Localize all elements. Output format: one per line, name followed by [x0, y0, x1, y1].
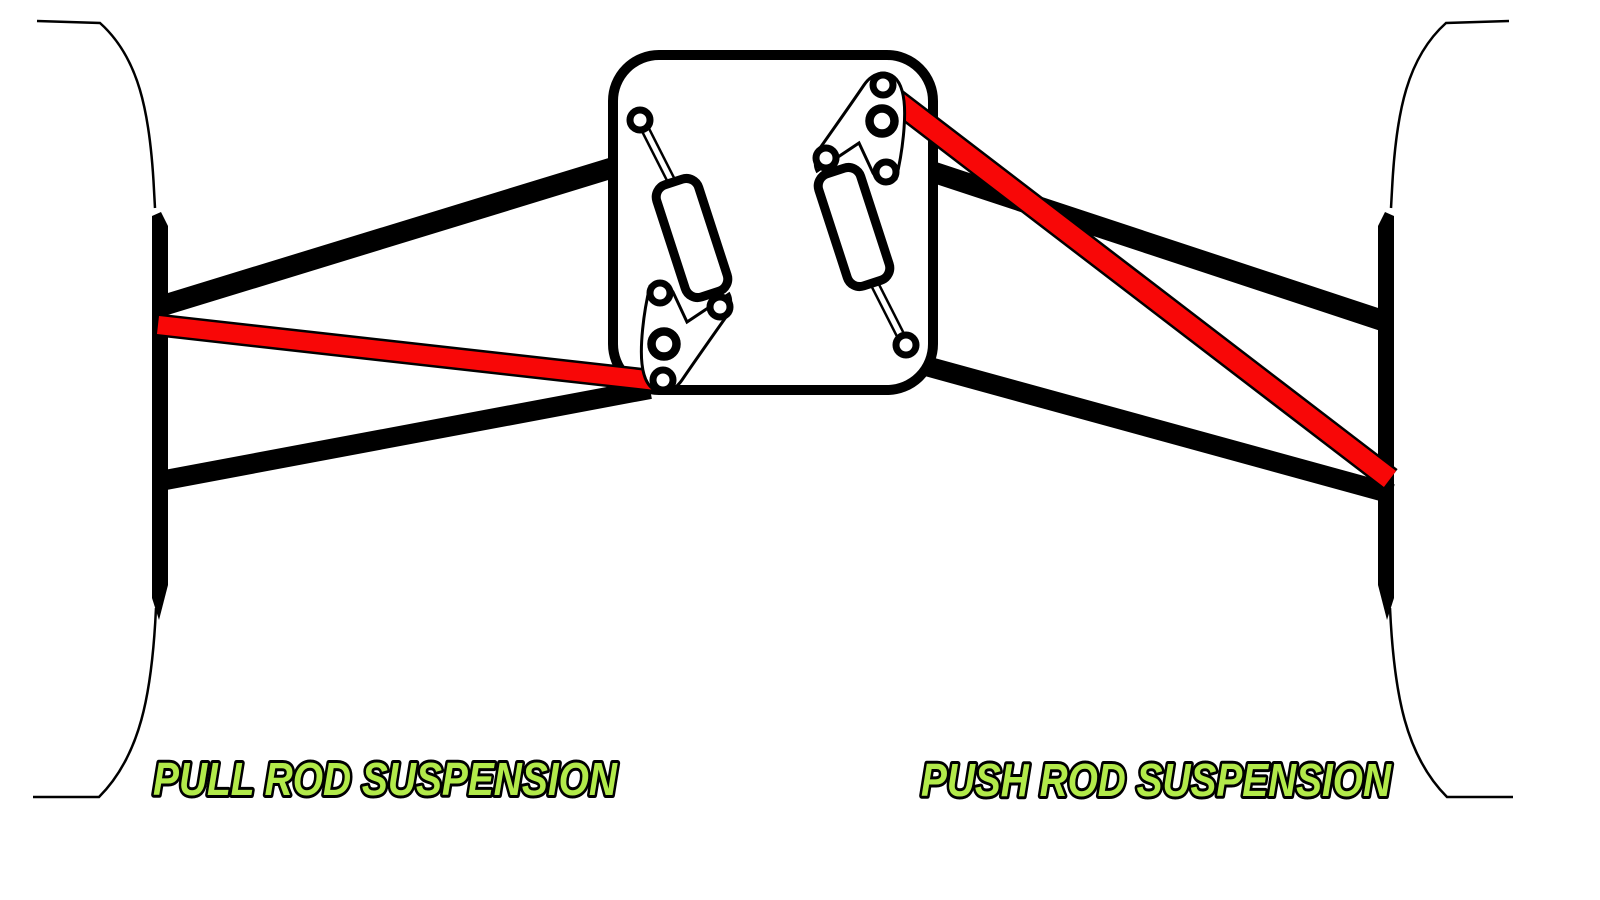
- push-rod-label: PUSH ROD SUSPENSION: [921, 754, 1392, 806]
- pull-rod-label: PULL ROD SUSPENSION: [153, 753, 618, 805]
- tire-left-top-profile: [36, 19, 157, 209]
- tire-right-bottom-profile: [1388, 607, 1513, 799]
- wishbone-lower-right: [923, 356, 1395, 504]
- pull-rod: [156, 316, 667, 391]
- tire-right-top-profile: [1389, 19, 1510, 209]
- push-rod: [870, 78, 1397, 487]
- wishbone-lower-left: [158, 379, 652, 491]
- wishbone-upper-left: [154, 156, 619, 318]
- upright-left: [152, 212, 168, 620]
- tire-left-bottom-profile: [33, 607, 158, 799]
- upright-right: [1378, 212, 1394, 620]
